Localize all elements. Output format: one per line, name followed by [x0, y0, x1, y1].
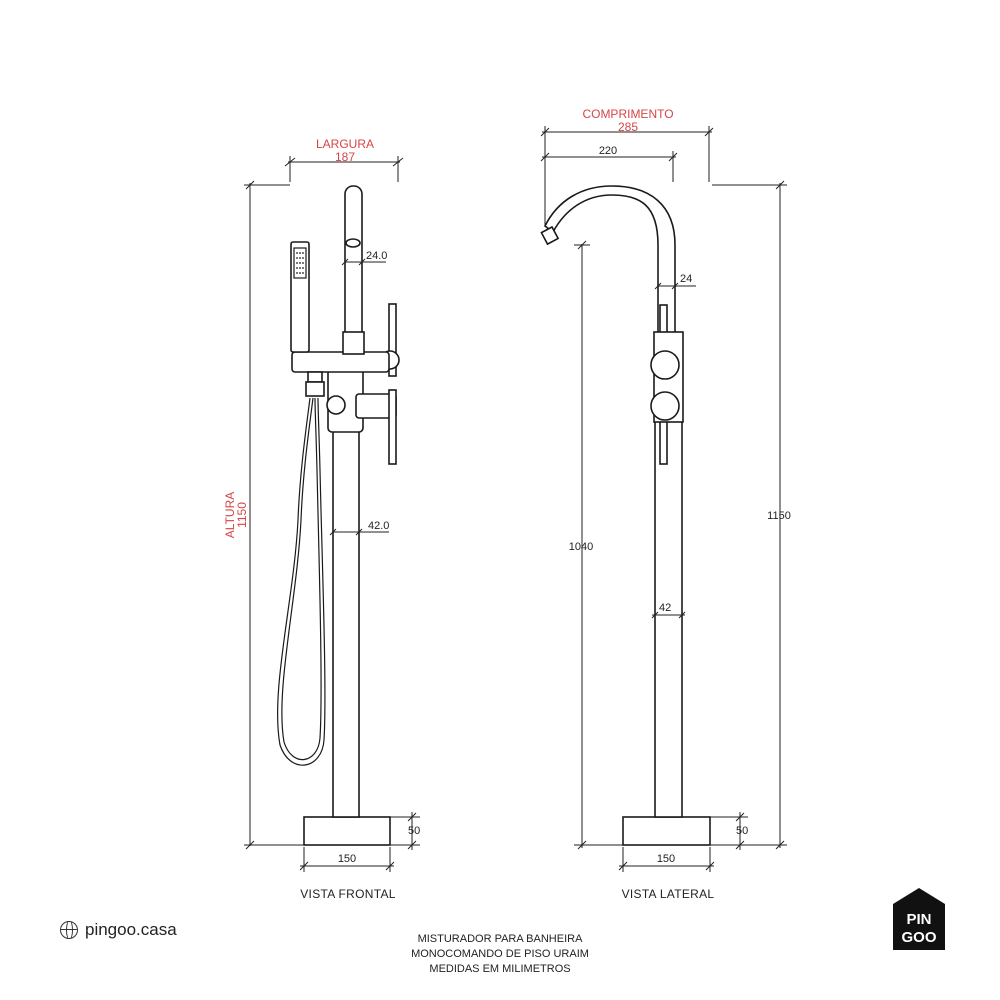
comprimento-label: COMPRIMENTO [582, 107, 673, 121]
comprimento-value: 285 [618, 120, 638, 134]
largura-label: LARGURA [316, 137, 374, 151]
front-base-height: 50 [408, 825, 420, 837]
logo-line-2: GOO [901, 929, 936, 946]
side-lower-valve [650, 391, 680, 421]
front-body-diameter: 42.0 [368, 520, 389, 532]
side-base-height: 50 [736, 825, 748, 837]
logo-line-1: PIN [906, 911, 931, 928]
side-upper-valve [650, 350, 680, 380]
front-lower-valve-cap [326, 395, 346, 415]
altura-value: 1150 [235, 502, 249, 528]
side-view [540, 185, 711, 846]
front-upper-crossbar [291, 351, 390, 373]
side-dimensions: COMPRIMENTO 285 220 24 42 1040 1150 [540, 107, 791, 901]
front-hose-nut [305, 381, 325, 397]
front-view-caption: VISTA FRONTAL [300, 887, 395, 901]
footer-line-2: MONOCOMANDO DE PISO URAIM [411, 948, 589, 960]
pingoo-logo: PIN GOO [893, 888, 945, 950]
front-view [277, 185, 400, 846]
front-hand-shower-head [293, 247, 307, 279]
side-gooseneck-spout [543, 185, 676, 351]
front-spout-collar [342, 331, 365, 355]
brand-website-text: pingoo.casa [85, 920, 177, 939]
side-spout-height: 1040 [569, 541, 593, 553]
front-hand-shower-nozzles [296, 252, 304, 274]
largura-value: 187 [335, 150, 355, 164]
side-view-caption: VISTA LATERAL [622, 887, 715, 901]
side-total-height: 1150 [767, 510, 791, 522]
front-body-column [332, 376, 360, 818]
side-spout-tip [540, 225, 560, 246]
front-dimensions: LARGURA 187 ALTURA 1150 24.0 42.0 50 [223, 137, 420, 901]
front-lever-bottom [388, 389, 397, 465]
front-base-width: 150 [338, 853, 356, 865]
footer-description: MISTURADOR PARA BANHEIRA MONOCOMANDO DE … [0, 932, 1000, 977]
side-spout-diameter: 24 [680, 273, 692, 285]
front-hose [277, 397, 326, 766]
side-lever-bottom [659, 419, 668, 465]
footer-line-3: MEDIDAS EM MILIMETROS [429, 963, 571, 975]
front-spout-pipe [344, 185, 363, 353]
side-base [622, 816, 711, 846]
front-lever-top [388, 303, 397, 377]
side-base-width: 150 [657, 853, 675, 865]
footer-line-1: MISTURADOR PARA BANHEIRA [417, 933, 583, 945]
front-hose-connector [307, 371, 323, 383]
front-base [303, 816, 391, 846]
side-body-diameter: 42 [659, 602, 671, 614]
side-body-column [654, 419, 683, 818]
side-spout-reach: 220 [599, 145, 617, 157]
front-spout-diameter: 24.0 [366, 250, 387, 262]
front-hose-inner [281, 397, 322, 761]
brand-website[interactable]: pingoo.casa [60, 920, 177, 940]
logo-house-shape [893, 888, 945, 950]
front-spout-outlet [345, 238, 361, 248]
altura-label: ALTURA [223, 492, 237, 538]
front-hand-shower [290, 241, 310, 353]
globe-icon [60, 921, 78, 939]
